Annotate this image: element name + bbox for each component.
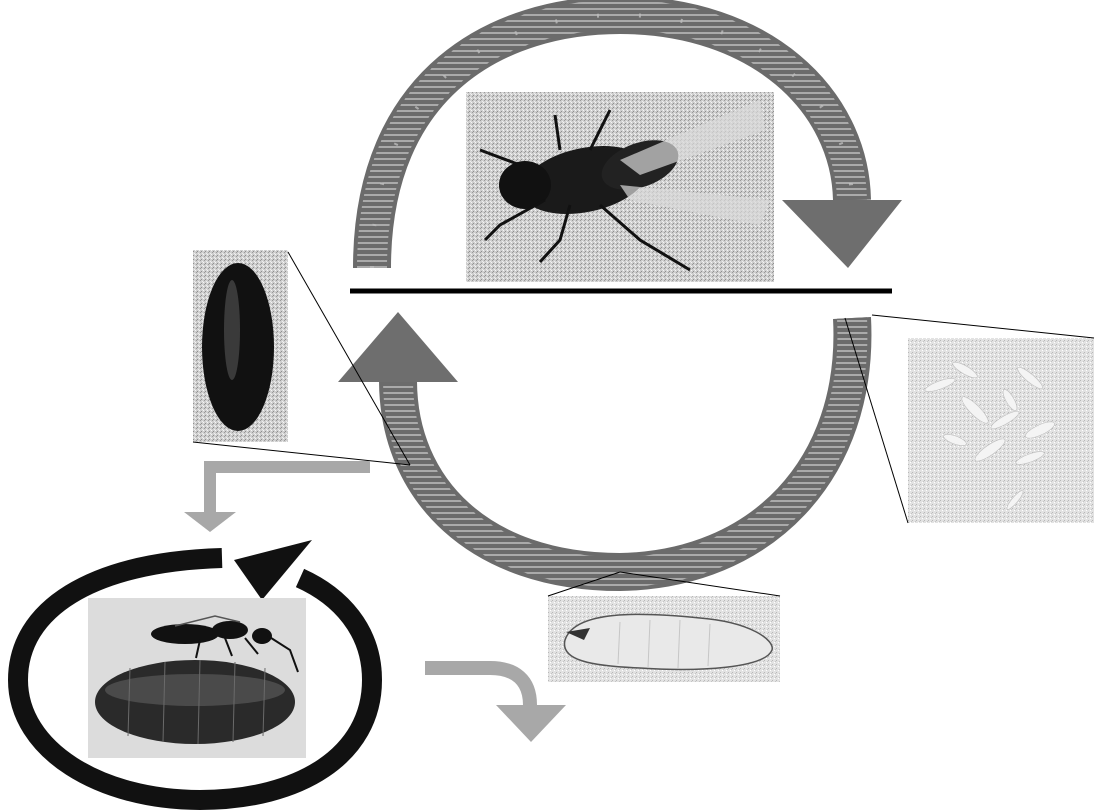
parasitoid-wasp-on-pupa-photo: [88, 598, 306, 758]
upper-arc-arrow-head: [782, 200, 902, 268]
larva-photo: [548, 596, 780, 682]
lower-cycle-arc: [398, 318, 852, 572]
eggs-connector-top: [872, 315, 1094, 338]
pupa-to-parasitoid-arrow: [184, 467, 370, 532]
eggs-photo: [908, 338, 1094, 523]
parasitoid-cycle-arrow-head: [234, 540, 312, 600]
pupa-photo: [193, 250, 288, 442]
parasitoid-to-larva-arrow: [425, 668, 566, 742]
adult-fly-photo: [466, 92, 774, 282]
